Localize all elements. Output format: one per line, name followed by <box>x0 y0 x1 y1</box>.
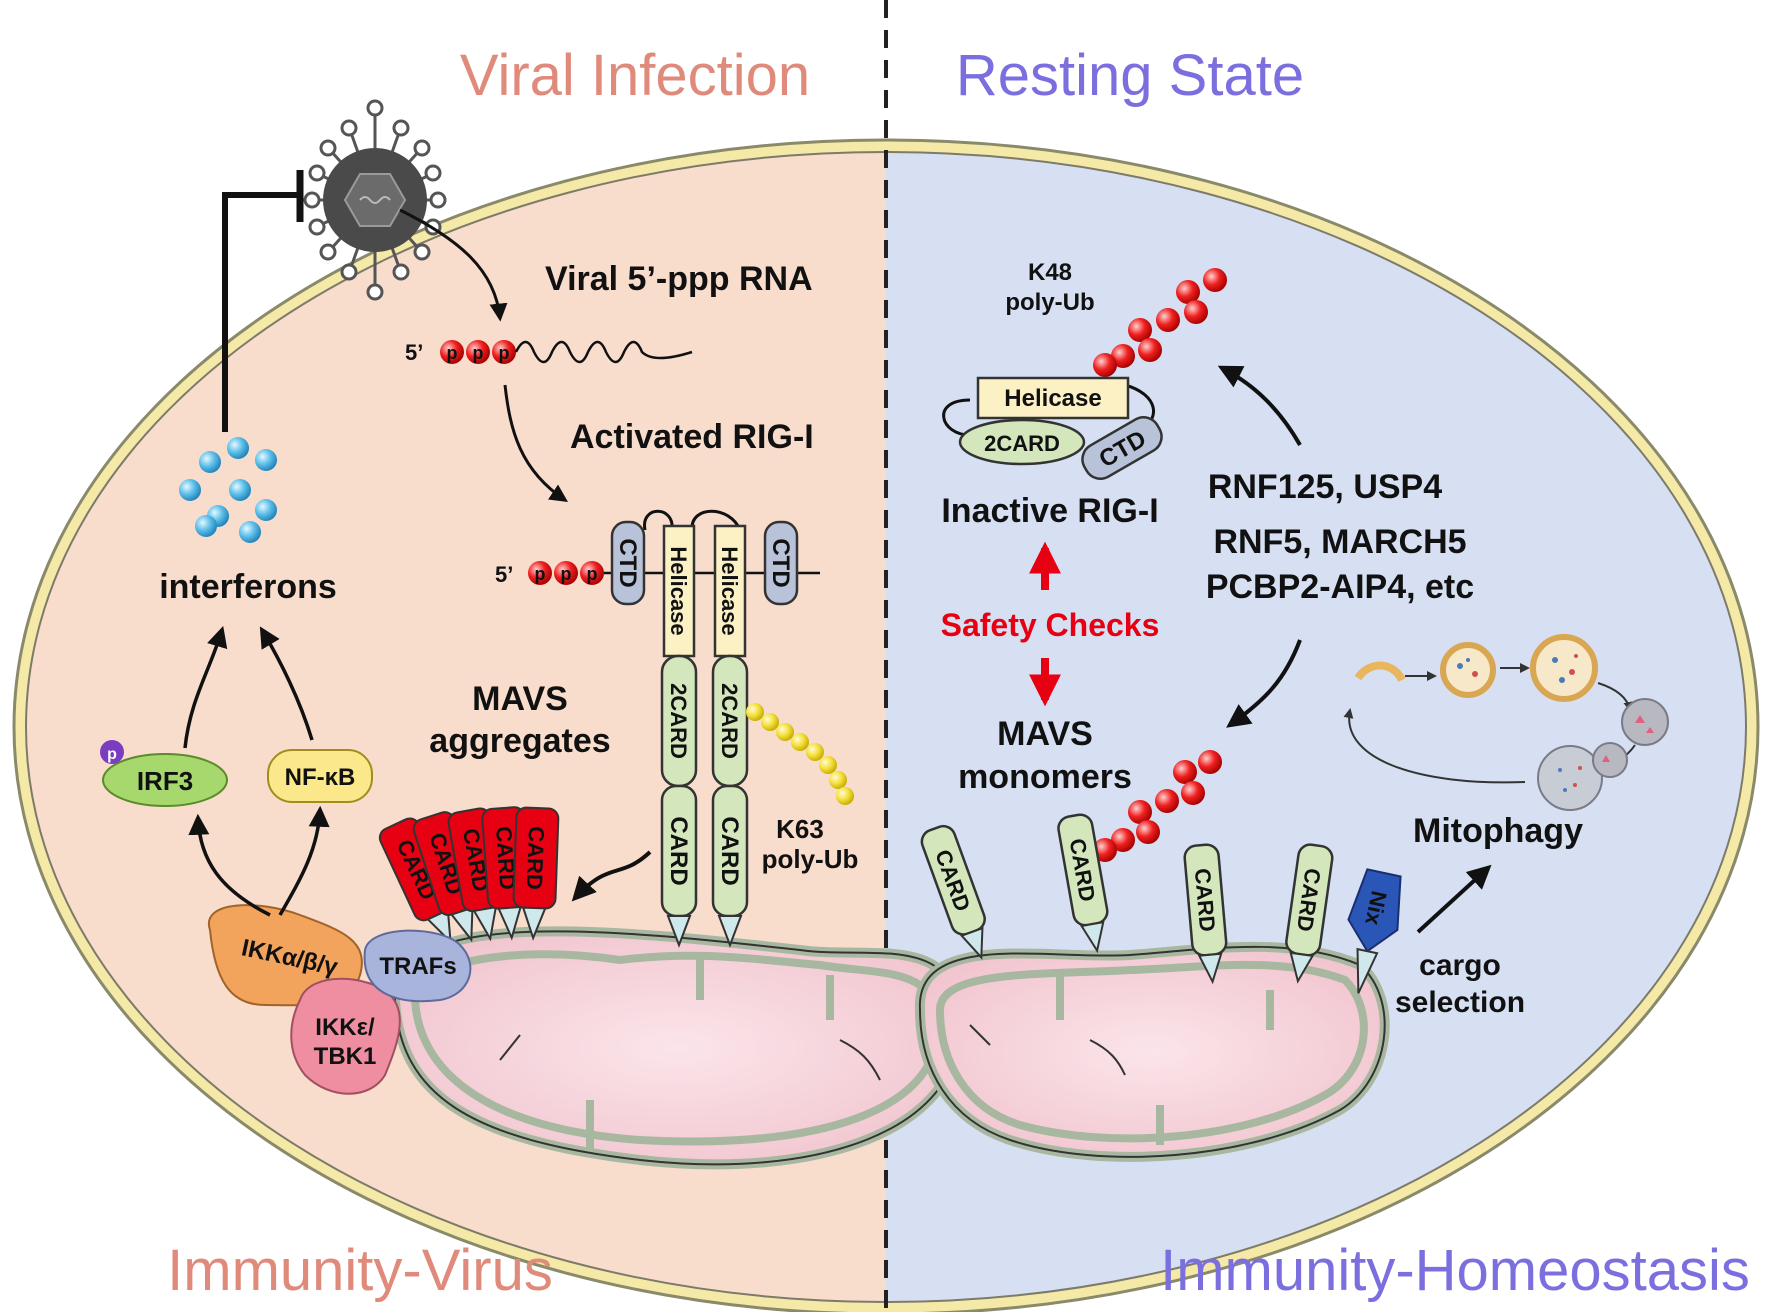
virus-icon <box>303 99 447 301</box>
mitochondrion-right <box>914 941 1390 1162</box>
cargo-selection-line1: cargo <box>1419 949 1501 982</box>
regulators-line3: PCBP2-AIP4, etc <box>1206 568 1474 606</box>
arrow-to-mavs-degradation <box>1226 639 1302 728</box>
heading-resting-state: Resting State <box>956 43 1304 108</box>
aggregation-arrow <box>571 850 652 902</box>
two-card-label: 2CARD <box>984 431 1060 456</box>
k48-label-line2: poly-Ub <box>1005 289 1094 316</box>
phospho-icon <box>100 740 124 764</box>
mavs-aggregate: CARD CARD CARD CARD CARD <box>378 806 560 945</box>
regulators-line1: RNF125, USP4 <box>1208 468 1442 506</box>
card-label: CARD <box>665 816 692 885</box>
helicase-domain: Helicase <box>713 524 747 658</box>
trafs-label: TRAFs <box>379 953 456 980</box>
mavs-monomers-line2: monomers <box>958 758 1132 796</box>
k63-ubiquitin-chain <box>746 703 854 805</box>
phosphate-label: p <box>499 343 510 363</box>
phospho-label: p <box>107 746 117 763</box>
phosphate-label: p <box>535 564 546 584</box>
ikke-tbk1-protein: IKKε/ TBK1 <box>290 977 401 1095</box>
mavs-aggregates-line1: MAVS <box>472 680 568 718</box>
phosphate-label: p <box>561 564 572 584</box>
k48-ubiquitin-chain-rig <box>1093 268 1227 377</box>
helicase-label: Helicase <box>666 546 691 635</box>
inactive-rig-i: Helicase 2CARD CTD <box>942 376 1163 480</box>
two-card-domain: 2CARD <box>711 654 749 788</box>
five-prime-label: 5’ <box>405 340 423 365</box>
card-label: CARD <box>716 816 743 885</box>
heading-immunity-virus: Immunity-Virus <box>167 1238 553 1303</box>
arrow-to-mitophagy <box>1416 864 1492 934</box>
ctd-domain: CTD <box>610 520 646 606</box>
mavs-monomer: CARD <box>1183 843 1228 985</box>
entry-arrow <box>399 208 508 322</box>
irf3-label: IRF3 <box>137 766 193 796</box>
ikke-label: IKKε/ <box>315 1014 375 1041</box>
mitophagy-label: Mitophagy <box>1413 812 1583 850</box>
arrow-to-rig-degradation <box>1217 365 1302 446</box>
k48-label-line1: K48 <box>1028 259 1072 286</box>
mavs-aggregates-line2: aggregates <box>429 722 610 760</box>
mavs-monomer: CARD <box>1057 813 1109 954</box>
interferons-label: interferons <box>159 568 337 606</box>
card-label: CARD <box>1190 867 1220 932</box>
tbk1-label: TBK1 <box>314 1043 377 1070</box>
nfkb-protein: NF-κB <box>267 749 373 803</box>
arrow-ikk-to-nfkb <box>278 805 330 916</box>
phosphate-label: p <box>587 564 598 584</box>
ctd-domain: CTD <box>763 520 799 606</box>
inactive-rig-label: Inactive RIG-I <box>941 492 1158 530</box>
k48-ubiquitin-chain-mavs <box>1093 750 1222 862</box>
five-prime-label: 5’ <box>495 562 513 587</box>
nix-receptor: Nix <box>1347 868 1402 994</box>
ctd-label: CTD <box>614 538 641 587</box>
mavs-monomers-line1: MAVS <box>997 715 1093 753</box>
safety-checks-label: Safety Checks <box>941 607 1160 643</box>
regulators-line2: RNF5, MARCH5 <box>1213 523 1466 561</box>
inhibition-line <box>222 192 300 432</box>
heading-viral-infection: Viral Infection <box>460 43 810 108</box>
nfkb-label: NF-κB <box>285 764 356 791</box>
card-label: CARD <box>522 826 549 890</box>
activated-rig-label: Activated RIG-I <box>570 418 814 456</box>
helicase-domain: Helicase <box>662 524 696 658</box>
k63-label-line2: poly-Ub <box>762 844 859 874</box>
arrow-irf3-to-ifn <box>183 625 228 749</box>
viral-rna-label: Viral 5’-ppp RNA <box>545 260 813 298</box>
activation-arrow <box>503 384 568 502</box>
helicase-label: Helicase <box>717 546 742 635</box>
ctd-label: CTD <box>767 538 794 587</box>
mavs-monomer: CARD <box>1285 843 1334 984</box>
helicase-label: Helicase <box>1004 385 1101 412</box>
activated-rig-i: 5’ p p p CTD CTD Helicase Helicase 2CARD <box>495 509 820 788</box>
phosphate-label: p <box>473 343 484 363</box>
mavs-card-left: CARD <box>660 784 698 948</box>
two-card-label: 2CARD <box>666 683 691 759</box>
phosphate-label: p <box>447 343 458 363</box>
two-card-domain: 2CARD <box>660 654 698 788</box>
mavs-card-left: CARD <box>711 784 749 948</box>
trafs-protein: TRAFs <box>363 929 472 1003</box>
cargo-selection-line2: selection <box>1395 986 1525 1019</box>
heading-immunity-homeostasis: Immunity-Homeostasis <box>1160 1238 1750 1303</box>
k63-label-line1: K63 <box>776 814 824 844</box>
interferon-dots <box>179 437 277 543</box>
arrow-nfkb-to-ifn <box>259 626 314 741</box>
viral-rna-strand: 5’ p p p <box>405 340 693 365</box>
two-card-label: 2CARD <box>717 683 742 759</box>
mitophagy-cycle <box>1343 634 1669 811</box>
arrow-ikk-to-irf3 <box>188 813 271 917</box>
irf3-protein: IRF3 p <box>100 740 228 807</box>
